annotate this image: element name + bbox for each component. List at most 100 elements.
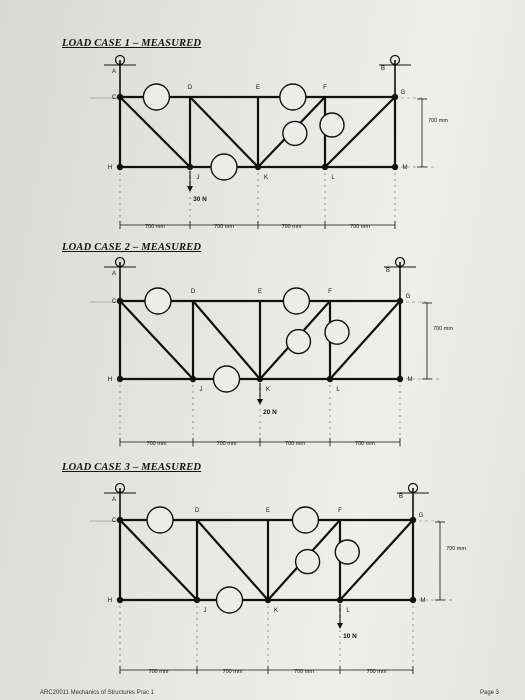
node-dot	[116, 93, 124, 101]
load-cell	[210, 153, 238, 181]
span-dimension-label: 700 mm	[214, 224, 234, 230]
node-dot	[186, 163, 194, 171]
footer-course: ARC20011 Mechanics of Structures Prac 1	[40, 690, 154, 696]
load-cell	[215, 586, 244, 614]
node-dot	[116, 297, 124, 305]
node-label-b: B	[381, 66, 385, 72]
case-title: LOAD CASE 2 – MEASURED	[62, 242, 202, 253]
span-dimension-label: 700 mm	[355, 441, 375, 447]
span-dimension-label: 700 mm	[350, 224, 370, 230]
diagonal-member	[188, 95, 260, 169]
span-dimension-label: 700 mm	[367, 669, 387, 675]
span-dimension-label: 700 mm	[145, 224, 165, 230]
load-cell	[142, 83, 171, 111]
node-label-e: E	[266, 508, 270, 514]
node-dot	[396, 297, 404, 305]
node-dot	[326, 375, 334, 383]
diagonal-member	[118, 518, 199, 602]
node-dot	[264, 596, 272, 604]
node-dot	[336, 596, 344, 604]
node-label-l: L	[331, 175, 335, 181]
node-label-m: M	[421, 598, 426, 604]
load-cell	[282, 287, 311, 315]
load-cell	[279, 83, 307, 111]
load-cell	[294, 548, 321, 575]
node-dot	[396, 375, 404, 383]
diagonal-member	[191, 299, 262, 381]
load-label: 30 N	[193, 196, 207, 203]
node-label-f: F	[328, 289, 332, 295]
node-dot	[193, 596, 201, 604]
node-label-h: H	[108, 377, 112, 383]
node-label-h: H	[108, 598, 112, 604]
load-label: 10 N	[343, 633, 357, 640]
node-dot	[391, 93, 399, 101]
node-dot	[116, 375, 124, 383]
case-title: LOAD CASE 3 – MEASURED	[62, 462, 202, 473]
node-label-a: A	[112, 271, 116, 277]
node-dot	[189, 375, 197, 383]
height-dimension-label: 700 mm	[428, 118, 448, 124]
node-dot	[256, 375, 264, 383]
node-label-a: A	[112, 497, 116, 503]
load-cell	[144, 287, 172, 315]
load-cell	[319, 112, 345, 138]
node-label-m: M	[408, 377, 413, 383]
node-dot	[254, 163, 262, 171]
diagonal-member	[118, 299, 195, 381]
node-label-l: L	[346, 608, 350, 614]
node-label-k: K	[264, 175, 268, 181]
node-label-j: J	[204, 608, 207, 614]
node-label-g: G	[419, 513, 424, 519]
node-label-d: D	[191, 289, 196, 295]
load-cell	[282, 120, 308, 147]
load-label: 20 N	[263, 409, 277, 416]
diagonal-member	[195, 518, 270, 602]
span-dimension-label: 700 mm	[217, 441, 237, 447]
node-label-j: J	[200, 387, 203, 393]
node-label-d: D	[188, 85, 193, 91]
node-label-a: A	[112, 69, 116, 75]
node-label-m: M	[403, 165, 408, 171]
node-label-j: J	[197, 175, 200, 181]
span-dimension-label: 700 mm	[223, 669, 243, 675]
case-title: LOAD CASE 1 – MEASURED	[62, 38, 202, 49]
load-cell	[212, 365, 241, 393]
node-label-b: B	[399, 494, 403, 500]
node-label-c: C	[112, 518, 117, 524]
node-label-e: E	[256, 85, 260, 91]
node-dot	[391, 163, 399, 171]
load-arrow-head	[257, 399, 263, 405]
span-dimension-label: 700 mm	[294, 669, 314, 675]
node-label-k: K	[266, 387, 270, 393]
node-label-k: K	[274, 608, 278, 614]
diagonal-member	[328, 299, 402, 381]
node-label-f: F	[323, 85, 327, 91]
height-dimension-label: 700 mm	[446, 546, 466, 552]
footer-page-number: Page 3	[480, 690, 500, 696]
load-cell	[334, 539, 360, 565]
load-cell	[291, 506, 320, 534]
span-dimension-label: 700 mm	[282, 224, 302, 230]
node-label-g: G	[401, 90, 406, 96]
node-label-e: E	[258, 289, 262, 295]
node-label-d: D	[195, 508, 200, 514]
node-label-g: G	[406, 294, 411, 300]
node-dot	[116, 516, 124, 524]
span-dimension-label: 700 mm	[147, 441, 167, 447]
node-dot	[409, 596, 417, 604]
node-label-h: H	[108, 165, 112, 171]
node-dot	[321, 163, 329, 171]
node-dot	[409, 516, 417, 524]
load-cell	[146, 506, 174, 534]
diagonal-member	[118, 95, 192, 169]
diagonal-member	[338, 518, 415, 602]
span-dimension-label: 700 mm	[285, 441, 305, 447]
node-dot	[116, 163, 124, 171]
